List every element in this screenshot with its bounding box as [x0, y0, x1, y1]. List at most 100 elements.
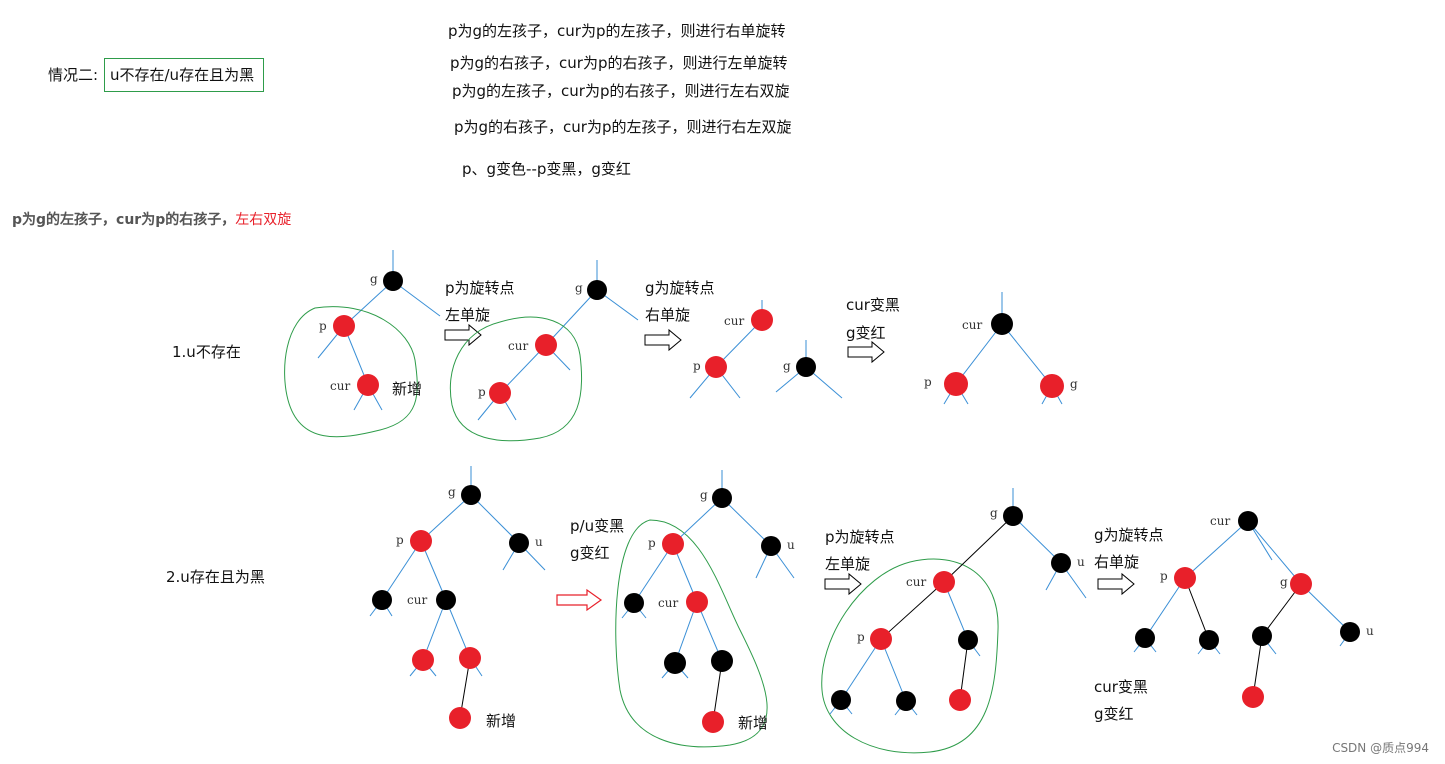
- row1-step2-line1: g为旋转点: [645, 279, 715, 297]
- row2-tree-recolored: [621, 470, 795, 679]
- row1-step1-line1: p为旋转点: [445, 279, 515, 297]
- row1-arrow-1: [444, 324, 482, 346]
- subtitle: p为g的左孩子，cur为p的右孩子，左右双旋: [12, 211, 291, 229]
- row2-g-new-node: [949, 689, 971, 711]
- row2-g-cur-node: [933, 571, 955, 593]
- row1-c-g-node: [796, 357, 816, 377]
- row2-g-curright-node: [958, 630, 978, 650]
- row2-g-pleft-node: [831, 690, 851, 710]
- row2-h-u-node: [1340, 622, 1360, 642]
- row2-e-u-label: u: [535, 535, 543, 549]
- row1-step1-line2: 左单旋: [445, 306, 490, 324]
- row2-g-u-label: u: [1077, 555, 1085, 569]
- row1-title: 1.u不存在: [172, 343, 241, 361]
- row2-h-p-label: p: [1160, 569, 1168, 583]
- row2-h-pright-node: [1199, 630, 1219, 650]
- row2-f-cur-label: cur: [658, 596, 678, 610]
- case-condition-box: [104, 58, 264, 92]
- row1-b-cur-node: [535, 334, 557, 356]
- row2-e-new-label: 新增: [486, 712, 516, 730]
- row1-c-p-label: p: [693, 359, 701, 373]
- row1-a-cur-label: cur: [330, 379, 350, 393]
- row1-d-p-label: p: [924, 375, 932, 389]
- row1-d-cur-label: cur: [962, 318, 982, 332]
- row1-tree-after-left: [477, 260, 639, 421]
- row2-f-p-label: p: [648, 536, 656, 550]
- row2-h-g-node: [1290, 573, 1312, 595]
- row2-outline-1: [615, 519, 768, 748]
- row1-c-g-label: g: [783, 359, 791, 373]
- row2-g-g-node: [1003, 506, 1023, 526]
- row2-title: 2.u存在且为黑: [166, 568, 265, 586]
- row2-g-pright-node: [896, 691, 916, 711]
- row1-step2-line2: 右单旋: [645, 306, 690, 324]
- row2-h-u-label: u: [1366, 624, 1374, 638]
- row1-c-p-node: [705, 356, 727, 378]
- recolor-rule: p、g变色--p变黑，g变红: [462, 160, 631, 178]
- row2-final-note-line1: cur变黑: [1094, 678, 1148, 696]
- row2-h-gleft-node: [1252, 626, 1272, 646]
- row1-step3-line1: cur变黑: [846, 296, 900, 314]
- row2-tree-final: [1133, 520, 1351, 698]
- row1-new-label: 新增: [392, 380, 422, 398]
- row2-e-g-label: g: [448, 485, 456, 499]
- row2-h-p-node: [1174, 567, 1196, 589]
- row2-e-pleft-node: [372, 590, 392, 610]
- row2-f-new-node: [702, 711, 724, 733]
- row1-c-cur-node: [751, 309, 773, 331]
- row1-arrow-2: [644, 329, 682, 351]
- row1-b-g-node: [587, 280, 607, 300]
- row2-e-cur-label: cur: [407, 593, 427, 607]
- watermark: CSDN @质点994: [1332, 741, 1429, 755]
- row1-a-p-label: p: [319, 319, 327, 333]
- row2-f-curleft-node: [664, 652, 686, 674]
- row2-outline-2: [821, 558, 999, 754]
- row2-step3-line1: g为旋转点: [1094, 526, 1164, 544]
- row2-f-u-label: u: [787, 538, 795, 552]
- row1-b-cur-label: cur: [508, 339, 528, 353]
- rule-left-rotation: p为g的右孩子，cur为p的右孩子，则进行左单旋转: [450, 54, 788, 72]
- rule-left-right-rotation: p为g的左孩子，cur为p的右孩子，则进行左右双旋: [452, 82, 790, 100]
- case-label: 情况二:: [48, 66, 99, 84]
- subtitle-text: p为g的左孩子，cur为p的右孩子，: [12, 212, 236, 228]
- row2-f-new-label: 新增: [738, 714, 768, 732]
- row2-step2-line1: p为旋转点: [825, 528, 895, 546]
- rule-right-rotation: p为g的左孩子，cur为p的左孩子，则进行右单旋转: [448, 22, 786, 40]
- row2-h-cur-node: [1238, 511, 1258, 531]
- row2-f-cur-node: [686, 591, 708, 613]
- row2-step3-line2: 右单旋: [1094, 553, 1139, 571]
- row2-tree-after-left: [829, 488, 1087, 716]
- row1-d-cur-node: [991, 313, 1013, 335]
- row2-f-g-node: [712, 488, 732, 508]
- row2-g-u-node: [1051, 553, 1071, 573]
- row2-f-g-label: g: [700, 488, 708, 502]
- row2-e-u-node: [509, 533, 529, 553]
- row2-f-p-node: [662, 533, 684, 555]
- row2-step2-line2: 左单旋: [825, 555, 870, 573]
- row1-a-p-node: [333, 315, 355, 337]
- row2-h-cur-label: cur: [1210, 514, 1230, 528]
- row2-step1-line2: g变红: [570, 544, 610, 562]
- row2-h-new-node: [1242, 686, 1264, 708]
- row1-d-p-node: [944, 372, 968, 396]
- row2-e-cur-node: [436, 590, 456, 610]
- row1-outline-1: [284, 306, 418, 438]
- subtitle-highlight: 左右双旋: [235, 212, 292, 228]
- rule-right-left-rotation: p为g的右孩子，cur为p的左孩子，则进行右左双旋: [454, 118, 792, 136]
- row2-g-p-node: [870, 628, 892, 650]
- row1-d-g-node: [1040, 374, 1064, 398]
- row2-tree-initial: [369, 466, 546, 677]
- row1-c-cur-label: cur: [724, 314, 744, 328]
- row1-arrow-3: [847, 341, 885, 363]
- row2-f-u-node: [761, 536, 781, 556]
- row2-g-p-label: p: [857, 630, 865, 644]
- row2-e-p-label: p: [396, 533, 404, 547]
- row2-final-note-line2: g变红: [1094, 705, 1134, 723]
- row1-d-g-label: g: [1070, 377, 1078, 391]
- row2-e-g-node: [461, 485, 481, 505]
- row1-a-g-node: [383, 271, 403, 291]
- row2-arrow-3: [1097, 573, 1135, 595]
- row2-g-cur-label: cur: [906, 575, 926, 589]
- row2-arrow-1: [556, 589, 602, 611]
- row2-e-curleft-node: [412, 649, 434, 671]
